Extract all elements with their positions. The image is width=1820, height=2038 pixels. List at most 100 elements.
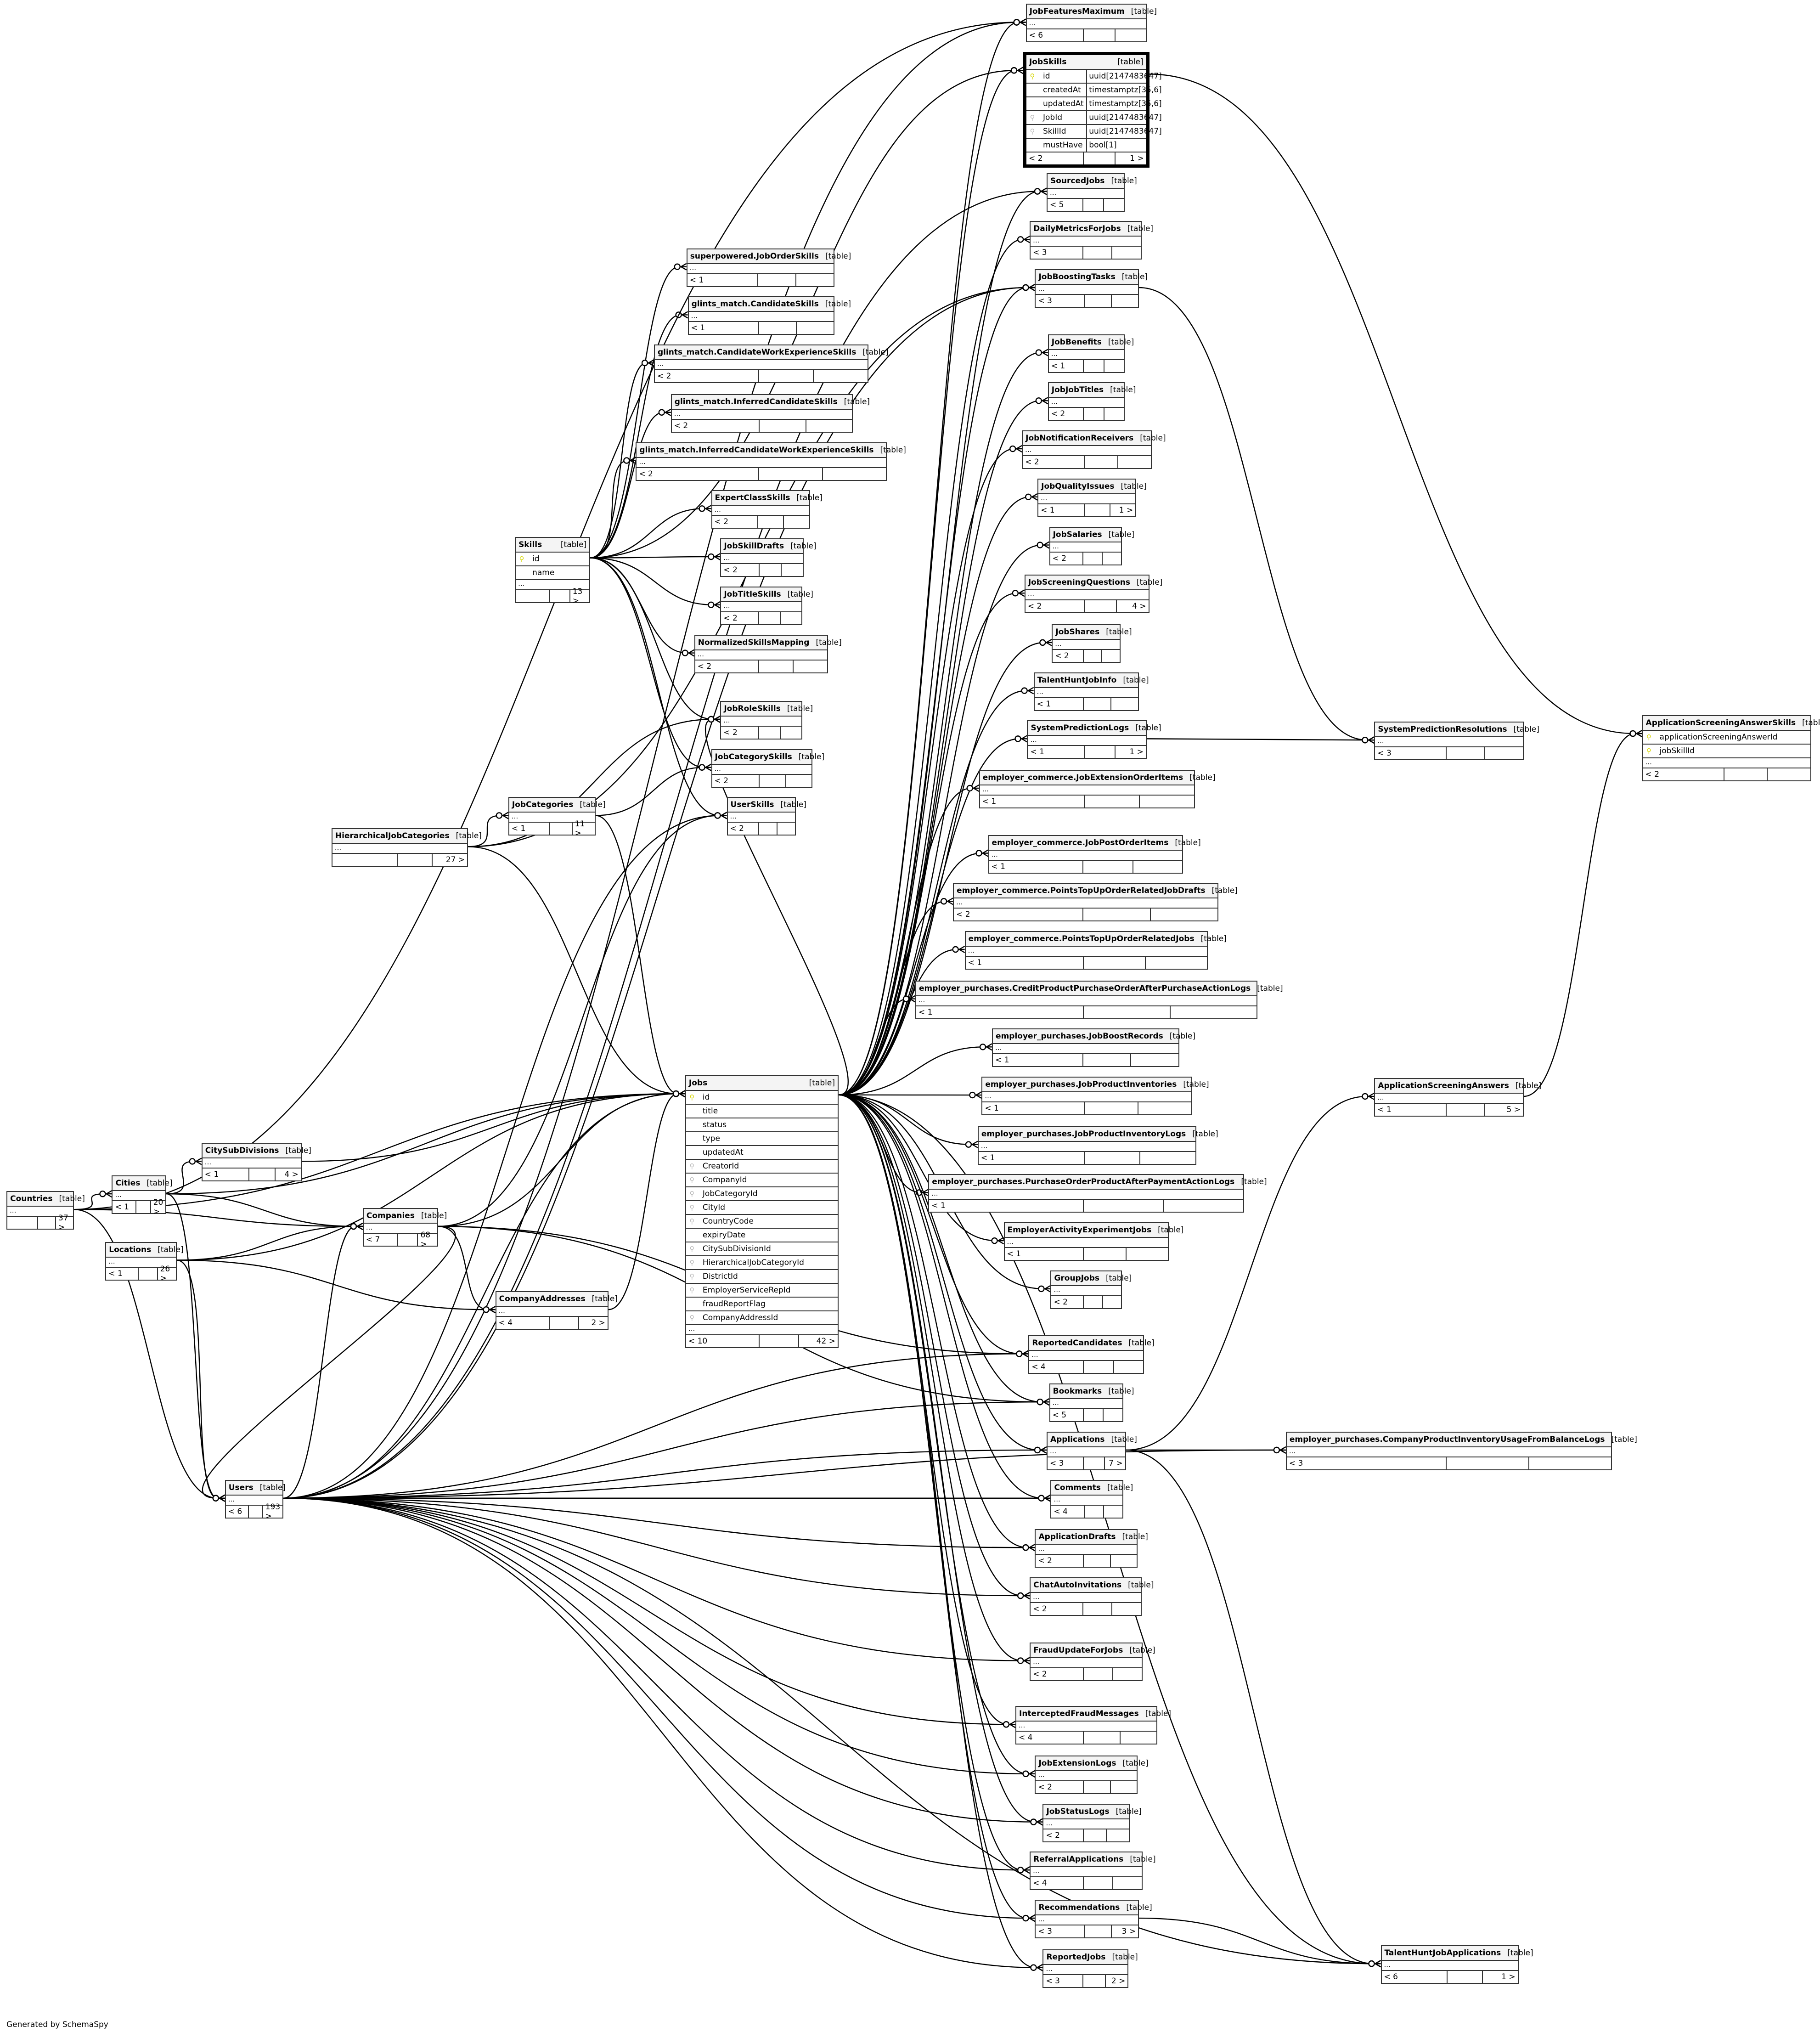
more-columns-ellipsis[interactable]: ... <box>113 1191 166 1202</box>
more-columns-ellipsis[interactable]: ... <box>686 1325 838 1336</box>
parent-count[interactable]: < 2 <box>674 421 688 430</box>
child-count[interactable]: 4 > <box>1116 600 1148 613</box>
child-count[interactable]: 27 > <box>432 854 467 866</box>
table-name[interactable]: DailyMetricsForJobs <box>1033 224 1121 234</box>
row-count[interactable] <box>1082 247 1111 259</box>
row-count[interactable] <box>1082 1975 1105 1987</box>
parent-count[interactable]: < 4 <box>1019 1733 1033 1743</box>
parent-count[interactable]: < 1 <box>691 323 705 333</box>
table-header[interactable]: JobBenefits[table] <box>1048 335 1134 350</box>
table-header[interactable]: UserSkills[table] <box>727 798 806 813</box>
row-count[interactable] <box>1083 649 1101 662</box>
child-count[interactable]: 13 > <box>569 587 590 605</box>
row-count[interactable] <box>758 726 780 739</box>
row-count[interactable] <box>1083 698 1110 710</box>
parent-count[interactable]: < 1 <box>931 1201 946 1211</box>
row-count[interactable] <box>1082 860 1133 873</box>
child-count[interactable] <box>805 419 852 432</box>
child-count[interactable]: 37 > <box>55 1214 73 1232</box>
table-name[interactable]: employer_commerce.JobExtensionOrderItems <box>982 773 1183 782</box>
table-name[interactable]: employer_commerce.PointsTopUpOrderRelate… <box>957 886 1206 896</box>
child-count[interactable] <box>1113 1361 1143 1373</box>
row-count[interactable] <box>1083 600 1116 613</box>
parent-count[interactable] <box>516 590 549 602</box>
column-row[interactable]: ⚲EmployerServiceRepId <box>686 1284 838 1298</box>
parent-count[interactable]: < 2 <box>1033 1669 1047 1679</box>
more-columns-ellipsis[interactable]: ... <box>721 602 801 612</box>
child-count[interactable] <box>1117 456 1151 469</box>
table-name[interactable]: JobBoostingTasks <box>1038 272 1116 282</box>
parent-count[interactable]: < 2 <box>1051 409 1065 419</box>
table-name[interactable]: Applications <box>1050 1434 1105 1444</box>
table-name[interactable]: JobSkillDrafts <box>724 542 784 551</box>
table-name[interactable]: employer_purchases.CompanyProductInvento… <box>1289 1434 1605 1444</box>
parent-count[interactable]: < 2 <box>730 824 744 834</box>
table-header[interactable]: JobJobTitles[table] <box>1048 383 1136 398</box>
row-count[interactable] <box>1723 768 1767 781</box>
row-count[interactable] <box>248 1505 262 1518</box>
child-count[interactable] <box>795 274 834 286</box>
parent-count[interactable]: < 1 <box>115 1202 129 1212</box>
row-count[interactable] <box>1082 1603 1111 1615</box>
row-count[interactable] <box>1083 1877 1112 1890</box>
table-header[interactable]: ExpertClassSkills[table] <box>712 491 823 506</box>
row-count[interactable] <box>1083 1505 1103 1518</box>
row-count[interactable] <box>1082 552 1102 565</box>
parent-count[interactable]: < 1 <box>204 1170 219 1180</box>
more-columns-ellipsis[interactable]: ... <box>1031 1658 1142 1668</box>
child-count[interactable]: 2 > <box>1105 1975 1127 1987</box>
more-columns-ellipsis[interactable]: ... <box>1051 1286 1121 1296</box>
table-header[interactable]: JobFeaturesMaximum[table] <box>1026 5 1157 20</box>
row-count[interactable] <box>758 419 806 432</box>
child-count[interactable]: 20 > <box>150 1198 166 1216</box>
child-count[interactable] <box>780 564 803 576</box>
more-columns-ellipsis[interactable]: ... <box>7 1207 73 1217</box>
table-name[interactable]: JobShares <box>1055 627 1100 637</box>
row-count[interactable] <box>1446 1457 1528 1469</box>
child-count[interactable] <box>783 516 809 528</box>
table-name[interactable]: TalentHuntJobApplications <box>1384 1948 1501 1958</box>
table-name[interactable]: ExpertClassSkills <box>715 493 790 503</box>
more-columns-ellipsis[interactable]: ... <box>363 1224 438 1234</box>
column-row[interactable]: ⚲expiryDate <box>686 1229 838 1243</box>
child-count[interactable]: 1 > <box>1115 746 1146 758</box>
column-row[interactable]: ⚲updatedAt <box>686 1146 838 1160</box>
child-count[interactable]: 3 > <box>1110 1925 1138 1938</box>
table-header[interactable]: employer_commerce.JobPostOrderItems[tabl… <box>989 836 1201 851</box>
table-name[interactable]: JobBenefits <box>1051 337 1102 347</box>
table-header[interactable]: ApplicationDrafts[table] <box>1036 1530 1148 1545</box>
child-count[interactable]: 68 > <box>417 1231 437 1249</box>
more-columns-ellipsis[interactable]: ... <box>965 947 1207 957</box>
parent-count[interactable]: < 2 <box>1038 1556 1052 1566</box>
column-row[interactable]: ⚲CitySubDivisionId <box>686 1242 838 1257</box>
table-name[interactable]: ReferralApplications <box>1033 1855 1124 1864</box>
parent-count[interactable]: < 1 <box>1030 747 1044 757</box>
table-header[interactable]: ApplicationScreeningAnswers[table] <box>1375 1078 1541 1094</box>
more-columns-ellipsis[interactable]: ... <box>516 580 590 591</box>
row-count[interactable] <box>1082 198 1103 211</box>
table-header[interactable]: Comments[table] <box>1051 1480 1133 1496</box>
child-count[interactable] <box>1103 360 1124 372</box>
more-columns-ellipsis[interactable]: ... <box>332 844 468 854</box>
row-count[interactable] <box>1083 1668 1112 1680</box>
row-count[interactable] <box>397 1233 417 1246</box>
parent-count[interactable]: < 1 <box>511 824 526 834</box>
table-name[interactable]: JobSkills <box>1029 57 1067 67</box>
table-header[interactable]: JobSkillDrafts[table] <box>721 539 817 554</box>
parent-count[interactable] <box>332 854 397 866</box>
row-count[interactable] <box>1083 504 1110 516</box>
table-header[interactable]: Applications[table] <box>1047 1432 1137 1447</box>
row-count[interactable] <box>1083 1409 1103 1422</box>
table-name[interactable]: HierarchicalJobCategories <box>335 831 450 841</box>
parent-count[interactable]: < 1 <box>985 1104 999 1113</box>
row-count[interactable] <box>1083 956 1145 969</box>
table-header[interactable]: TalentHuntJobApplications[table] <box>1381 1946 1533 1961</box>
parent-count[interactable]: < 1 <box>1041 505 1055 515</box>
child-count[interactable] <box>1130 1054 1178 1067</box>
column-row[interactable]: ⚲CountryCode <box>686 1215 838 1229</box>
table-name[interactable]: glints_match.CandidateSkills <box>691 299 819 309</box>
parent-count[interactable]: < 1 <box>1037 699 1051 709</box>
table-header[interactable]: glints_match.CandidateWorkExperienceSkil… <box>654 345 889 361</box>
row-count[interactable] <box>1083 1732 1120 1744</box>
